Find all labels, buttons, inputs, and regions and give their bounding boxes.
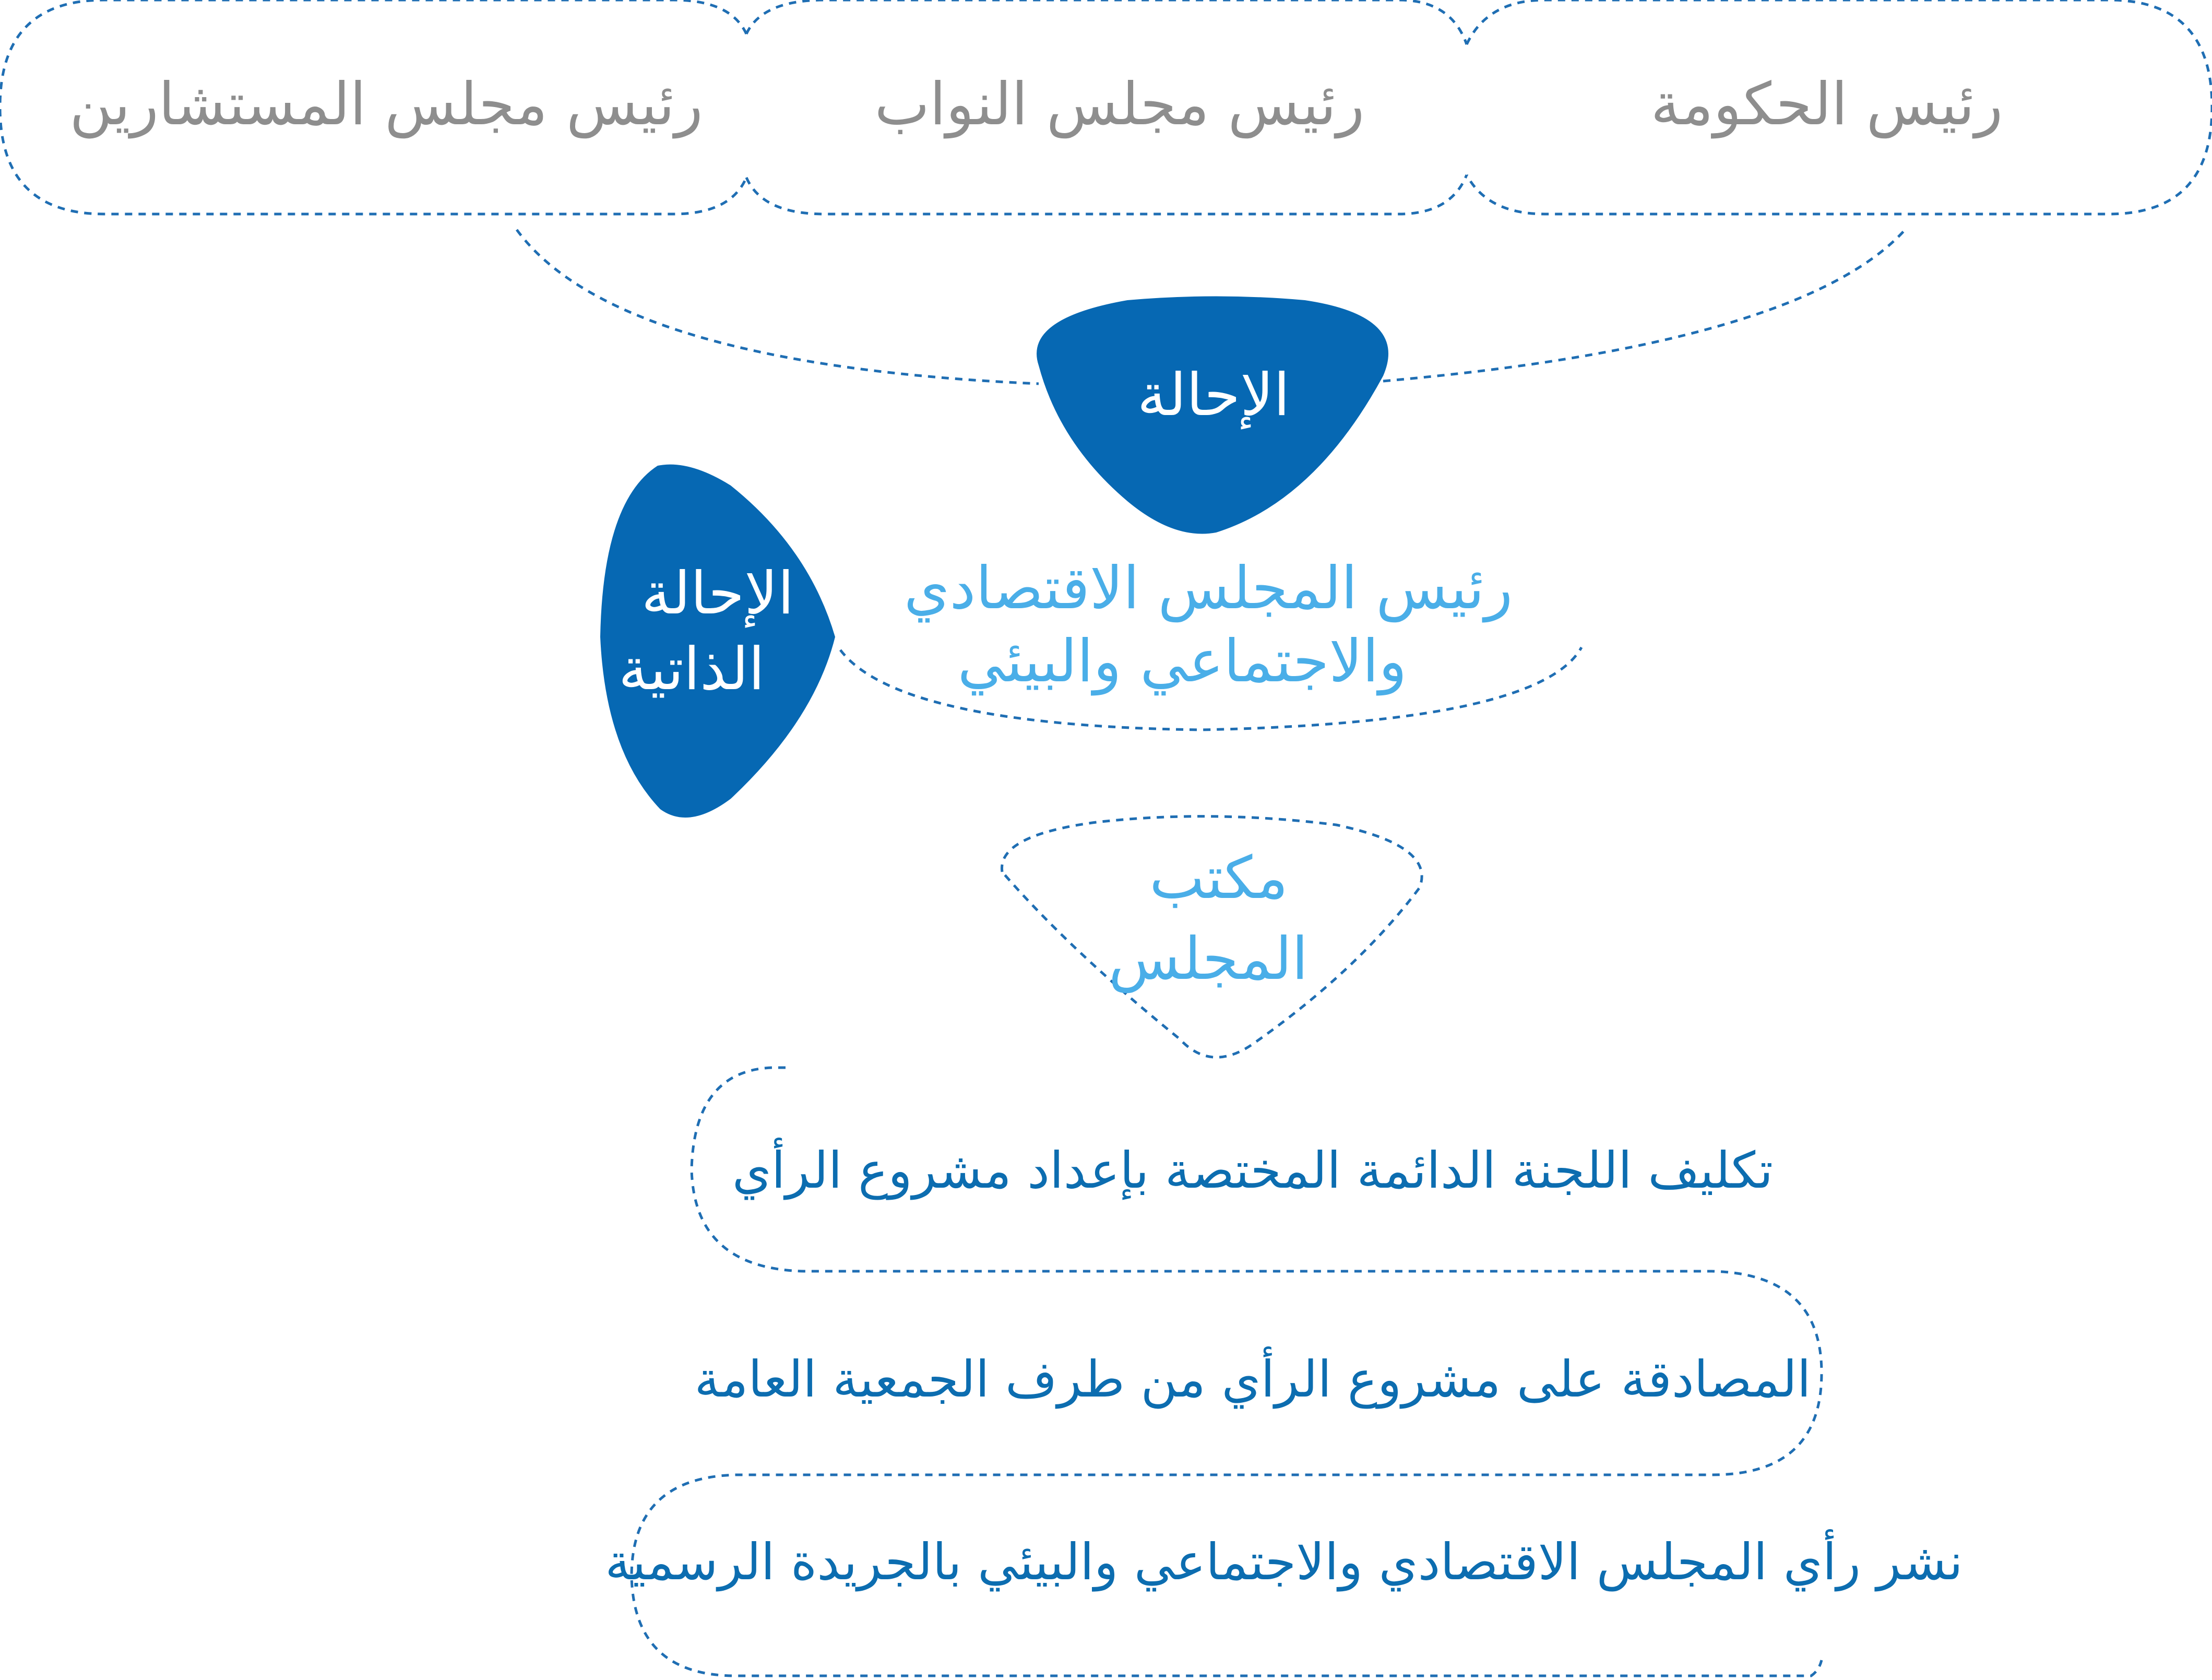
deputies-president-box <box>745 0 1468 216</box>
step-3-label: نشر رأي المجلس الاقتصادي والاجتماعي والب… <box>605 1529 1963 1592</box>
step-connector-path <box>630 1066 1823 1677</box>
top-row: رئيس مجلس المستشارين رئيس مجلس النواب رئ… <box>0 0 2212 216</box>
president-label-line1: رئيس المجلس الاقتصادي <box>904 554 1513 623</box>
process-steps: تكليف اللجنة الدائمة المختصة بإعداد مشرو… <box>605 1066 1963 1677</box>
top-connector-curve <box>515 229 1906 385</box>
bureau-label-line2: المجلس <box>1109 925 1308 993</box>
president-dashed-arc <box>839 646 1583 731</box>
self-referral-node: الإحالة الذاتية <box>600 464 835 818</box>
bureau-node: مكتب المجلس <box>1001 815 1423 1059</box>
self-referral-label-line2: الذاتية <box>619 635 765 703</box>
self-referral-shape <box>600 464 835 818</box>
bureau-label-line1: مكتب <box>1149 844 1288 912</box>
top-box-label-deputies: رئيس مجلس النواب <box>875 70 1365 139</box>
top-box-label-government: رئيس الحكومة <box>1651 70 2003 139</box>
referral-shape <box>1037 296 1388 534</box>
referral-label: الإحالة <box>1137 361 1290 430</box>
president-label-line2: والاجتماعي والبيئي <box>958 628 1407 696</box>
bureau-shape <box>1001 815 1423 1059</box>
head-of-government-box <box>1465 0 2212 216</box>
top-box-label-senate: رئيس مجلس المستشارين <box>69 70 703 139</box>
president-node: رئيس المجلس الاقتصادي والاجتماعي والبيئي <box>839 554 1583 731</box>
self-referral-label-line1: الإحالة <box>641 560 794 628</box>
referral-node: الإحالة <box>1037 296 1388 534</box>
senate-president-box <box>0 0 748 216</box>
step-1-label: تكليف اللجنة الدائمة المختصة بإعداد مشرو… <box>732 1138 1773 1200</box>
step-2-label: المصادقة على مشروع الرأي من طرف الجمعية … <box>695 1346 1811 1409</box>
